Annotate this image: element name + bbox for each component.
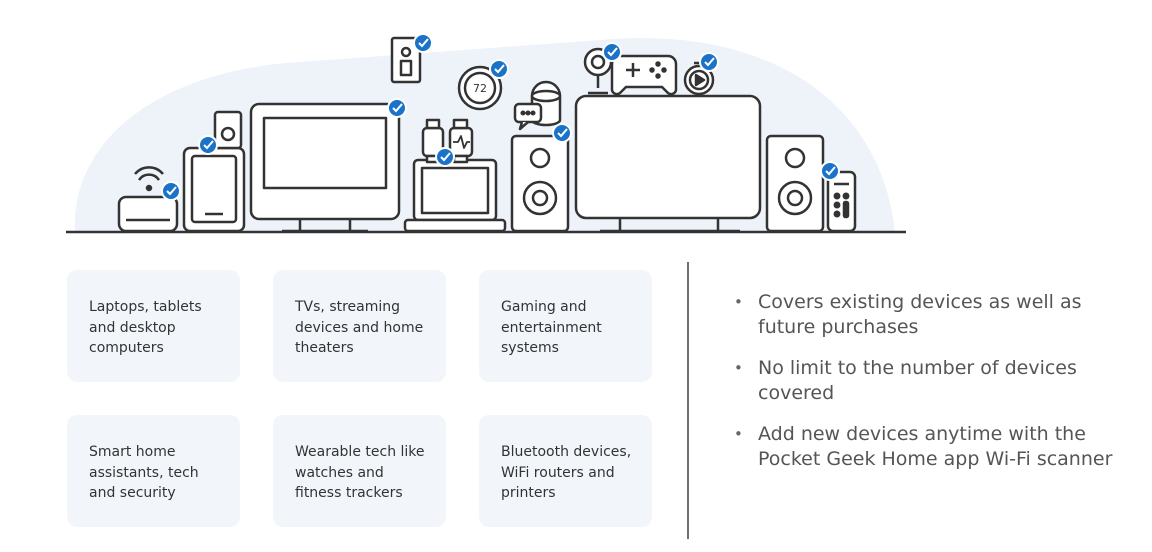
- thermostat-reading: 72: [473, 82, 487, 95]
- benefit-item: • Covers existing devices as well as futu…: [733, 290, 1133, 340]
- desktop-monitor-icon: [249, 102, 401, 233]
- gamepad-icon: [610, 54, 678, 96]
- speaker-right-icon: [765, 134, 825, 233]
- device-category-card: TVs, streaming devices and home theaters: [273, 270, 446, 382]
- benefit-item: • Add new devices anytime with the Pocket…: [733, 422, 1133, 472]
- device-category-card: Wearable tech like watches and fitness t…: [273, 415, 446, 527]
- bullet-icon: •: [734, 293, 743, 311]
- check-badge-icon: [552, 123, 572, 143]
- vertical-divider: [687, 262, 689, 539]
- media-player-icon: [683, 61, 715, 96]
- check-badge-icon: [699, 52, 719, 72]
- check-badge-icon: [387, 98, 407, 118]
- check-badge-icon: [413, 33, 433, 53]
- check-badge-icon: [198, 135, 218, 155]
- check-badge-icon: [820, 161, 840, 181]
- card-label: Wearable tech like watches and fitness t…: [295, 444, 425, 501]
- card-label: Smart home assistants, tech and security: [89, 444, 199, 501]
- card-label: Gaming and entertainment systems: [501, 299, 602, 356]
- device-category-card: Laptops, tablets and desktop computers: [67, 270, 240, 382]
- benefit-text: Covers existing devices as well as futur…: [758, 291, 1082, 338]
- ipod-icon: [213, 110, 243, 150]
- card-label: TVs, streaming devices and home theaters: [295, 299, 424, 356]
- smart-assistant-icon: [513, 80, 562, 131]
- check-badges: [161, 33, 840, 201]
- bullet-icon: •: [734, 359, 743, 377]
- devices-illustration: 72: [66, 33, 906, 234]
- benefits-list: • Covers existing devices as well as futu…: [733, 290, 1133, 488]
- device-category-card: Gaming and entertainment systems: [479, 270, 652, 382]
- check-badge-icon: [602, 42, 622, 62]
- remote-control-icon: [826, 170, 857, 233]
- router-icon: [117, 166, 179, 233]
- smart-switch-icon: [390, 36, 422, 84]
- benefit-text: Add new devices anytime with the Pocket …: [758, 423, 1113, 470]
- check-badge-icon: [435, 147, 455, 167]
- benefit-text: No limit to the number of devices covere…: [758, 357, 1077, 404]
- check-badge-icon: [161, 181, 181, 201]
- card-label: Bluetooth devices, WiFi routers and prin…: [501, 444, 632, 501]
- speaker-left-icon: [510, 134, 570, 233]
- card-label: Laptops, tablets and desktop computers: [89, 299, 202, 356]
- device-category-card: Smart home assistants, tech and security: [67, 415, 240, 527]
- device-category-card: Bluetooth devices, WiFi routers and prin…: [479, 415, 652, 527]
- benefit-item: • No limit to the number of devices cover…: [733, 356, 1133, 406]
- tv-icon: [574, 94, 762, 233]
- thermostat-icon: [457, 65, 503, 111]
- check-badge-icon: [489, 59, 509, 79]
- tablet-icon: [182, 146, 246, 233]
- laptop-icon: [403, 158, 507, 233]
- bullet-icon: •: [734, 425, 743, 443]
